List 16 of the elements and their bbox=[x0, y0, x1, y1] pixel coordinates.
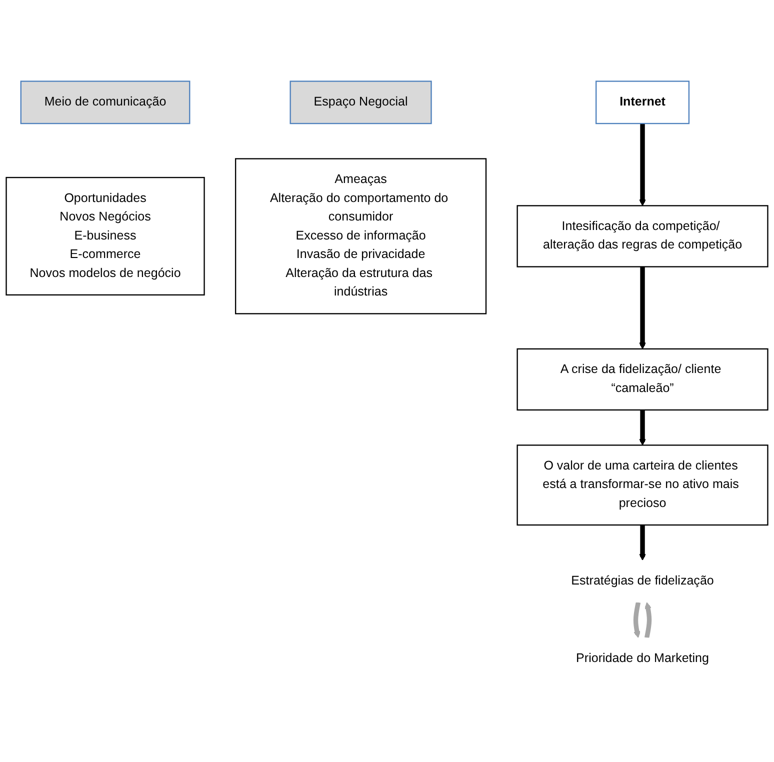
node-box: Internet bbox=[596, 81, 690, 124]
node-box: Intesificação da competição/ alteração das regras de competição bbox=[516, 206, 768, 268]
node-box: Espaço Negocial bbox=[290, 81, 432, 124]
node-text: Prioridade do Marketing bbox=[576, 652, 709, 666]
arrow bbox=[639, 267, 646, 350]
node-box: Meio de comunicação bbox=[20, 81, 190, 124]
node-box: Ameaças Alteração do comportamento do consumidor Excesso de informação Invasão de privacidade Alteração da estrutura das indústrias bbox=[234, 158, 487, 315]
arrow bbox=[633, 602, 641, 638]
node-box: Oportunidades Novos Negócios E-business E-commerce Novos modelos de negócio bbox=[6, 177, 205, 296]
arrow bbox=[639, 410, 646, 446]
arrow bbox=[639, 525, 646, 561]
arrow bbox=[644, 602, 652, 639]
node-box: A crise da fidelização/ cliente “camaleão” bbox=[516, 348, 768, 411]
arrow bbox=[639, 124, 646, 206]
node-box: O valor de uma carteira de clientes está a transformar-se no ativo mais precioso bbox=[516, 444, 768, 526]
node-text: Estratégias de fidelização bbox=[571, 574, 714, 588]
